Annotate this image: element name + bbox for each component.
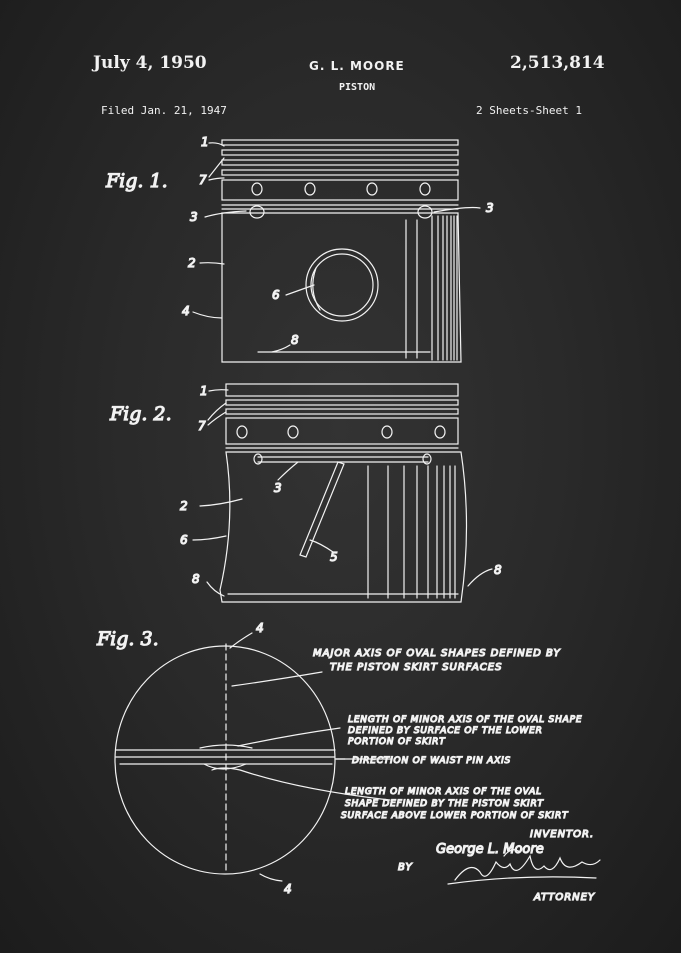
fig3-label: Fig. 3. — [96, 628, 159, 650]
sheet-count: 2 Sheets-Sheet 1 — [476, 104, 582, 117]
inventor-signature-name: George L. Moore — [436, 842, 544, 857]
ref-7: 7 — [198, 419, 206, 433]
fig2-piston — [219, 383, 468, 603]
note-major-axis-line2: THE PISTON SKIRT SURFACES — [330, 662, 502, 673]
ref-4: 4 — [256, 621, 264, 635]
note-minor-lower-line1: LENGTH OF MINOR AXIS OF THE OVAL SHAPE — [348, 715, 582, 725]
note-minor-upper-line2: SHAPE DEFINED BY THE PISTON SKIRT — [345, 799, 545, 809]
ref-3: 3 — [274, 481, 282, 495]
ref-4: 4 — [182, 304, 190, 318]
fig1-piston — [221, 139, 462, 363]
patent-number: 2,513,814 — [510, 53, 605, 73]
ref-4: 4 — [284, 882, 292, 896]
note-minor-upper-line3: SURFACE ABOVE LOWER PORTION OF SKIRT — [341, 811, 569, 821]
ref-2: 2 — [188, 256, 196, 270]
ref-6: 6 — [180, 533, 188, 547]
attorney-signature — [447, 849, 601, 885]
fig1-label: Fig. 1. — [105, 170, 168, 192]
ref-8: 8 — [494, 563, 502, 577]
by-label: BY — [398, 862, 413, 873]
ref-1: 1 — [200, 384, 208, 398]
note-major-axis-line1: MAJOR AXIS OF OVAL SHAPES DEFINED BY — [313, 648, 561, 659]
ref-1: 1 — [201, 135, 209, 149]
patent-date: July 4, 1950 — [93, 53, 207, 73]
fig3-leaders — [211, 632, 393, 882]
fig3-section — [114, 643, 336, 875]
inventor-label: INVENTOR. — [530, 829, 594, 840]
ref-5: 5 — [330, 550, 338, 564]
note-minor-lower-line3: PORTION OF SKIRT — [348, 737, 446, 747]
fig1-leaders — [192, 142, 481, 353]
attorney-label: ATTORNEY — [533, 892, 595, 903]
ref-3: 3 — [190, 210, 198, 224]
fig2-leaders — [192, 389, 493, 597]
fig2-label: Fig. 2. — [109, 403, 172, 425]
ref-8: 8 — [192, 572, 200, 586]
ref-6: 6 — [272, 288, 280, 302]
inventor-header: G. L. MOORE — [309, 59, 405, 73]
ref-8: 8 — [291, 333, 299, 347]
note-waist-pin: DIRECTION OF WAIST PIN AXIS — [352, 756, 511, 766]
note-minor-upper-line1: LENGTH OF MINOR AXIS OF THE OVAL — [345, 787, 542, 797]
ref-3: 3 — [486, 201, 494, 215]
patent-title: PISTON — [339, 82, 376, 93]
ref-7: 7 — [199, 173, 207, 187]
ref-2: 2 — [180, 499, 188, 513]
note-minor-lower-line2: DEFINED BY SURFACE OF THE LOWER — [348, 726, 543, 736]
filed-date: Filed Jan. 21, 1947 — [101, 104, 227, 117]
